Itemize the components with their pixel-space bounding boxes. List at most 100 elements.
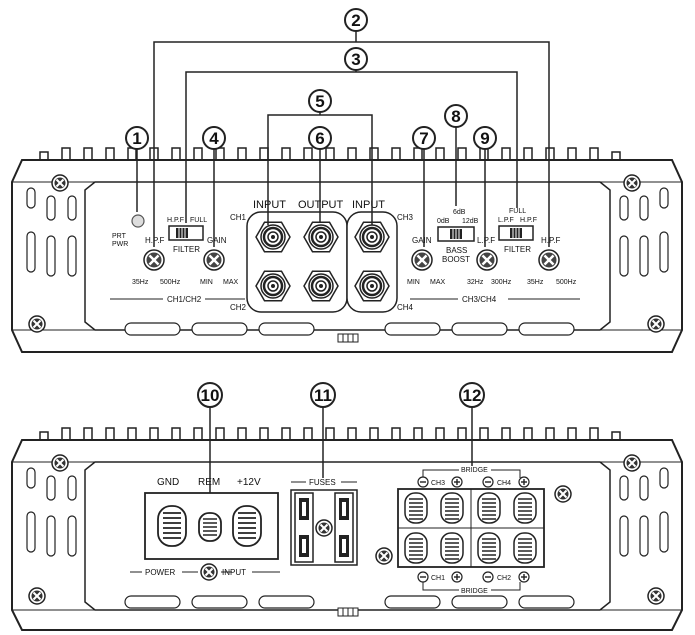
speaker-terminal-icon[interactable] <box>440 532 464 564</box>
callout-7-number: 7 <box>419 129 428 148</box>
corner-screw-icon <box>554 485 572 503</box>
bass-6db: 6dB <box>453 209 466 216</box>
ch1-ch2-group-label: CH1/CH2 <box>110 295 245 304</box>
lpf-knob-icon[interactable] <box>475 248 499 272</box>
bass-12db: 12dB <box>462 218 479 225</box>
callout-1-number: 1 <box>132 129 141 148</box>
pwr-label: PWR <box>112 241 128 248</box>
filter-right-label: FILTER <box>504 245 531 254</box>
gain-left-label: GAIN <box>207 236 227 245</box>
callout-3-number: 3 <box>351 50 360 69</box>
filter-left-hpf: H.P.F <box>167 217 184 224</box>
speaker-terminal-icon[interactable] <box>404 492 428 524</box>
ch3-speaker-label: CH3 <box>431 480 445 487</box>
ch3-ch4-label: CH3/CH4 <box>462 295 497 304</box>
input-left-label: INPUT <box>253 199 286 211</box>
ch2-speaker-label: CH2 <box>497 575 511 582</box>
lpf-min: 32Hz <box>467 279 484 286</box>
callout-11-number: 11 <box>314 386 332 405</box>
rca-input-ch2-icon[interactable] <box>254 270 292 302</box>
bass-0db: 0dB <box>437 218 450 225</box>
callout-12-number: 12 <box>463 386 482 405</box>
hpf-right-label: H.P.F <box>541 236 561 245</box>
gain-right-label: GAIN <box>412 236 432 245</box>
hpf-right-knob-icon[interactable] <box>537 248 561 272</box>
gain-left-knob-icon[interactable] <box>202 248 226 272</box>
rca-block: CH1 CH2 CH3 CH4 INPUT OUTPUT INPUT <box>230 199 414 313</box>
callout-3: 3 <box>344 47 368 71</box>
corner-screw-icon <box>647 587 665 605</box>
ch3-ch4-group-label: CH3/CH4 <box>410 295 580 304</box>
corner-screw-icon <box>28 587 46 605</box>
filter-right-hpf: H.P.F <box>520 217 537 224</box>
bridge-bottom-label: BRIDGE <box>461 588 488 595</box>
power-label: POWER <box>145 568 175 577</box>
fuse-2-icon[interactable] <box>334 492 354 563</box>
gain-right-max: MAX <box>430 279 446 286</box>
filter-right-switch[interactable]: FULL L.P.F H.P.F FILTER <box>498 208 537 254</box>
plus12v-terminal-icon[interactable] <box>232 505 262 547</box>
filter-left-switch[interactable]: H.P.F FULL FILTER <box>167 217 207 254</box>
speaker-terminal-icon[interactable] <box>477 532 501 564</box>
callout-6: 6 <box>308 126 332 150</box>
callout-9-number: 9 <box>480 129 489 148</box>
power-terminal-block: GND REM +12V POWER INPUT <box>130 477 280 581</box>
minus-icon <box>482 476 494 488</box>
gain-right-min: MIN <box>407 279 420 286</box>
hpf-right-max: 500Hz <box>556 279 577 286</box>
hpf-right-min: 35Hz <box>527 279 544 286</box>
speaker-terminal-icon[interactable] <box>513 532 537 564</box>
rca-output-ch2-icon[interactable] <box>302 270 340 302</box>
rca-input-ch1-icon[interactable] <box>254 221 292 253</box>
callout-2-number: 2 <box>351 11 360 30</box>
rca-input-ch3-icon[interactable] <box>353 221 391 253</box>
minus-icon <box>482 571 494 583</box>
callout-7: 7 <box>412 126 436 150</box>
rem-label: REM <box>198 477 220 488</box>
callout-10-number: 10 <box>201 386 220 405</box>
callout-8: 8 <box>444 104 468 128</box>
minus-icon <box>417 571 429 583</box>
ch1-speaker-label: CH1 <box>431 575 445 582</box>
ch4-label: CH4 <box>397 303 414 312</box>
bass-boost-switch[interactable]: 6dB 0dB 12dB BASS BOOST <box>437 209 479 264</box>
power-input-screw-icon <box>200 563 218 581</box>
lpf-label: L.P.F <box>477 236 495 245</box>
rca-output-ch1-icon[interactable] <box>302 221 340 253</box>
corner-screw-icon <box>623 454 641 472</box>
callout-12: 12 <box>459 382 485 408</box>
filter-left-label: FILTER <box>173 245 200 254</box>
ch3-label: CH3 <box>397 213 414 222</box>
hpf-left-knob-icon[interactable] <box>142 248 166 272</box>
speaker-terminal-icon[interactable] <box>477 492 501 524</box>
ch4-speaker-label: CH4 <box>497 480 511 487</box>
corner-screw-icon <box>51 174 69 192</box>
plus-icon <box>451 571 463 583</box>
speaker-terminal-icon[interactable] <box>513 492 537 524</box>
gain-right-knob-icon[interactable] <box>410 248 434 272</box>
ch1-ch2-label: CH1/CH2 <box>167 295 202 304</box>
hpf-left-label: H.P.F <box>145 236 165 245</box>
speaker-terminal-icon[interactable] <box>404 532 428 564</box>
corner-screw-icon <box>51 454 69 472</box>
fuses-block: FUSES <box>290 478 358 566</box>
rca-input-ch4-icon[interactable] <box>353 270 391 302</box>
filter-right-lpf: L.P.F <box>498 217 514 224</box>
bridge-top-label: BRIDGE <box>461 467 488 474</box>
fuses-label: FUSES <box>309 478 336 487</box>
hpf-left-max: 500Hz <box>160 279 181 286</box>
gnd-terminal-icon[interactable] <box>157 505 187 547</box>
callout-4: 4 <box>202 126 226 150</box>
bass-label: BASS <box>446 246 467 255</box>
input-label: INPUT <box>222 568 246 577</box>
minus-icon <box>417 476 429 488</box>
rem-terminal-icon[interactable] <box>198 512 222 542</box>
speaker-terminal-block: BRIDGE CH3 CH4 CH1 CH2 BRIDGE <box>397 464 545 595</box>
plus-icon <box>518 476 530 488</box>
callout-5: 5 <box>308 89 332 113</box>
fuse-1-icon[interactable] <box>294 492 314 563</box>
plus-icon <box>451 476 463 488</box>
boost-label: BOOST <box>442 255 470 264</box>
speaker-terminal-icon[interactable] <box>440 492 464 524</box>
